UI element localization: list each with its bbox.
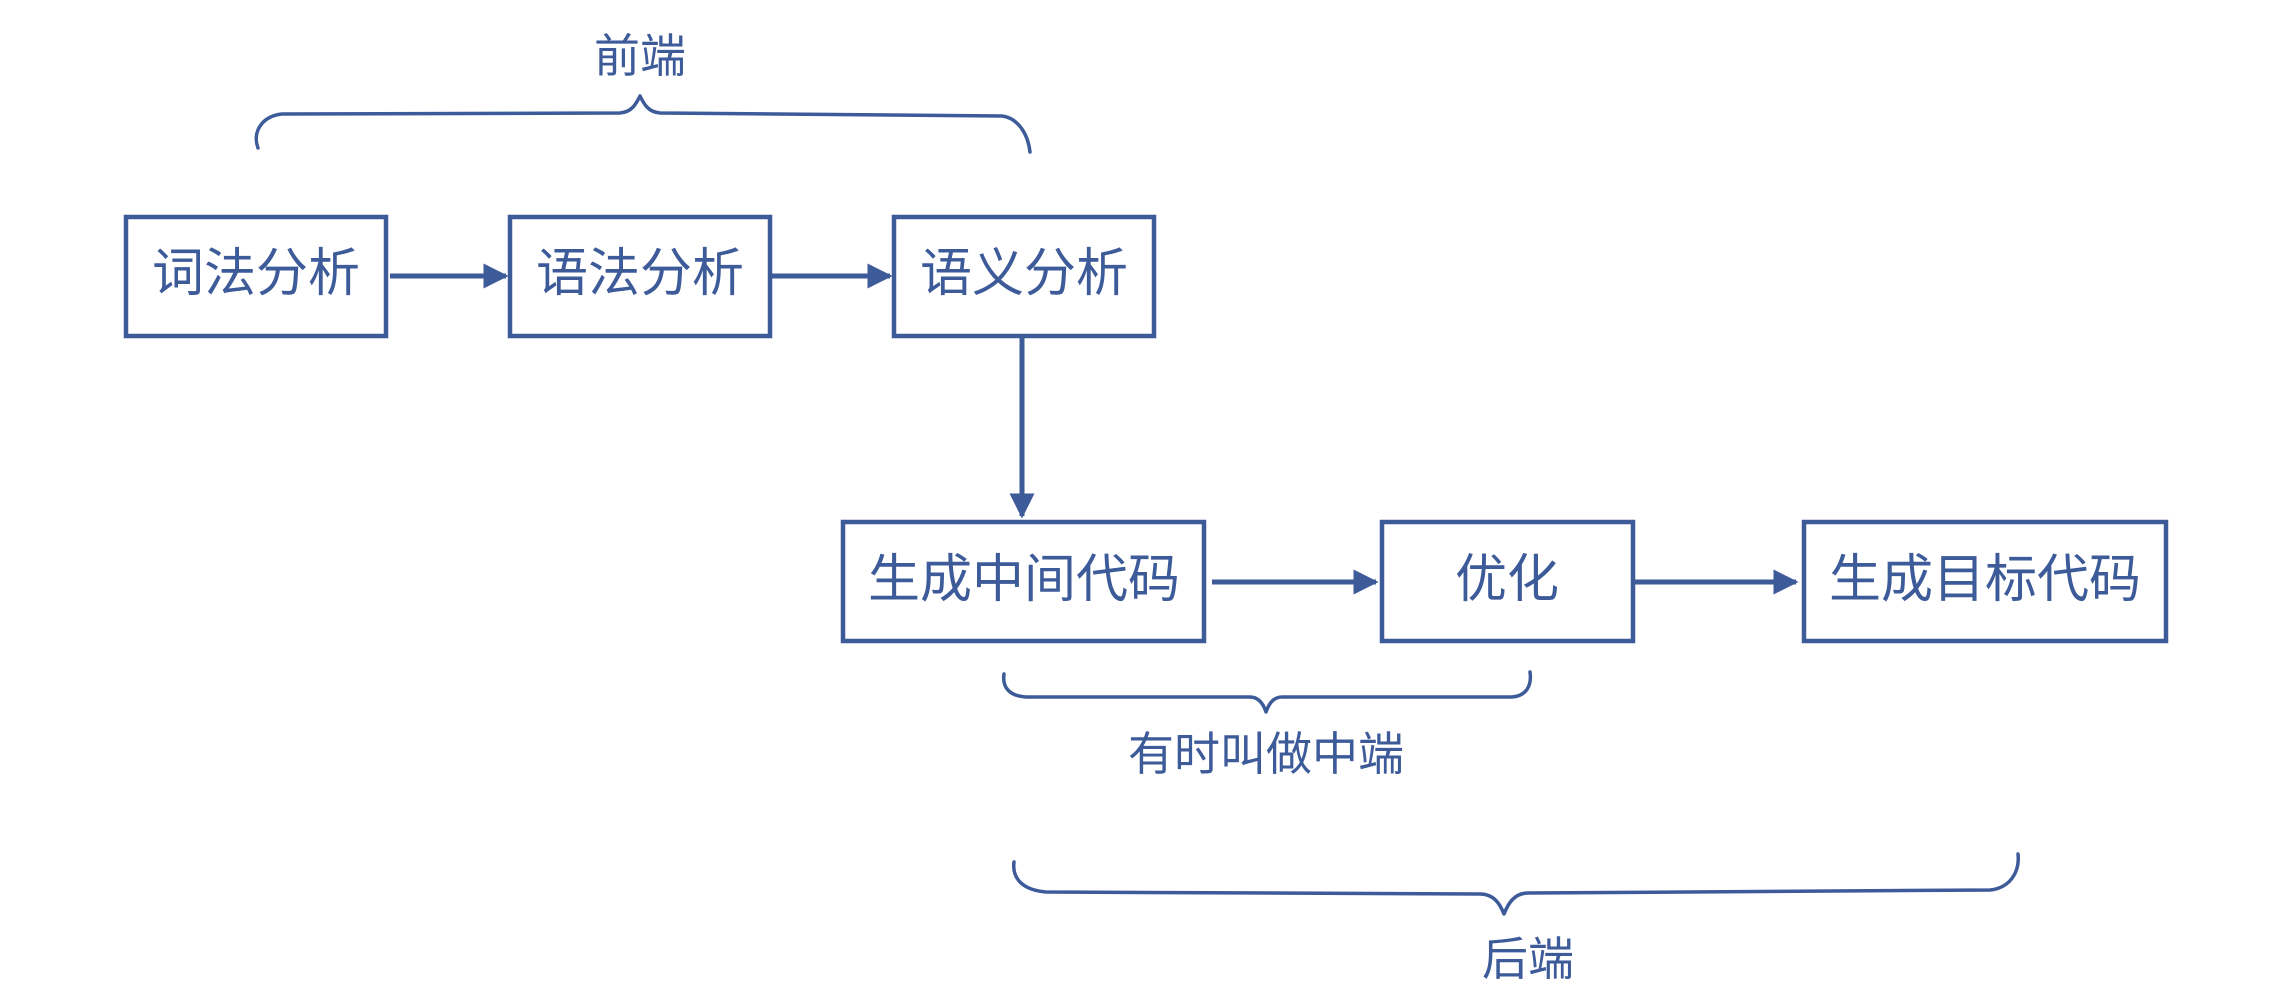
- node-generate-target-code: 生成目标代码: [1801, 519, 2169, 644]
- middle-end-label: 有时叫做中端: [1128, 727, 1404, 781]
- frontend-brace: [254, 94, 1032, 154]
- node-generate-intermediate-code-label: 生成中间代码: [868, 550, 1180, 610]
- node-syntax-analysis-label: 语法分析: [536, 244, 744, 304]
- backend-brace: [1012, 852, 2020, 916]
- node-optimization-label: 优化: [1455, 550, 1559, 610]
- node-syntax-analysis: 语法分析: [507, 214, 773, 339]
- node-lexical-analysis: 词法分析: [123, 214, 389, 339]
- frontend-label: 前端: [594, 29, 686, 83]
- node-generate-intermediate-code: 生成中间代码: [840, 519, 1207, 644]
- backend-label: 后端: [1482, 932, 1574, 986]
- node-lexical-analysis-label: 词法分析: [152, 244, 360, 304]
- middle-end-brace: [1001, 670, 1533, 714]
- node-optimization: 优化: [1379, 519, 1636, 644]
- node-generate-target-code-label: 生成目标代码: [1829, 550, 2141, 610]
- node-semantic-analysis: 语义分析: [891, 214, 1157, 339]
- node-semantic-analysis-label: 语义分析: [920, 244, 1128, 304]
